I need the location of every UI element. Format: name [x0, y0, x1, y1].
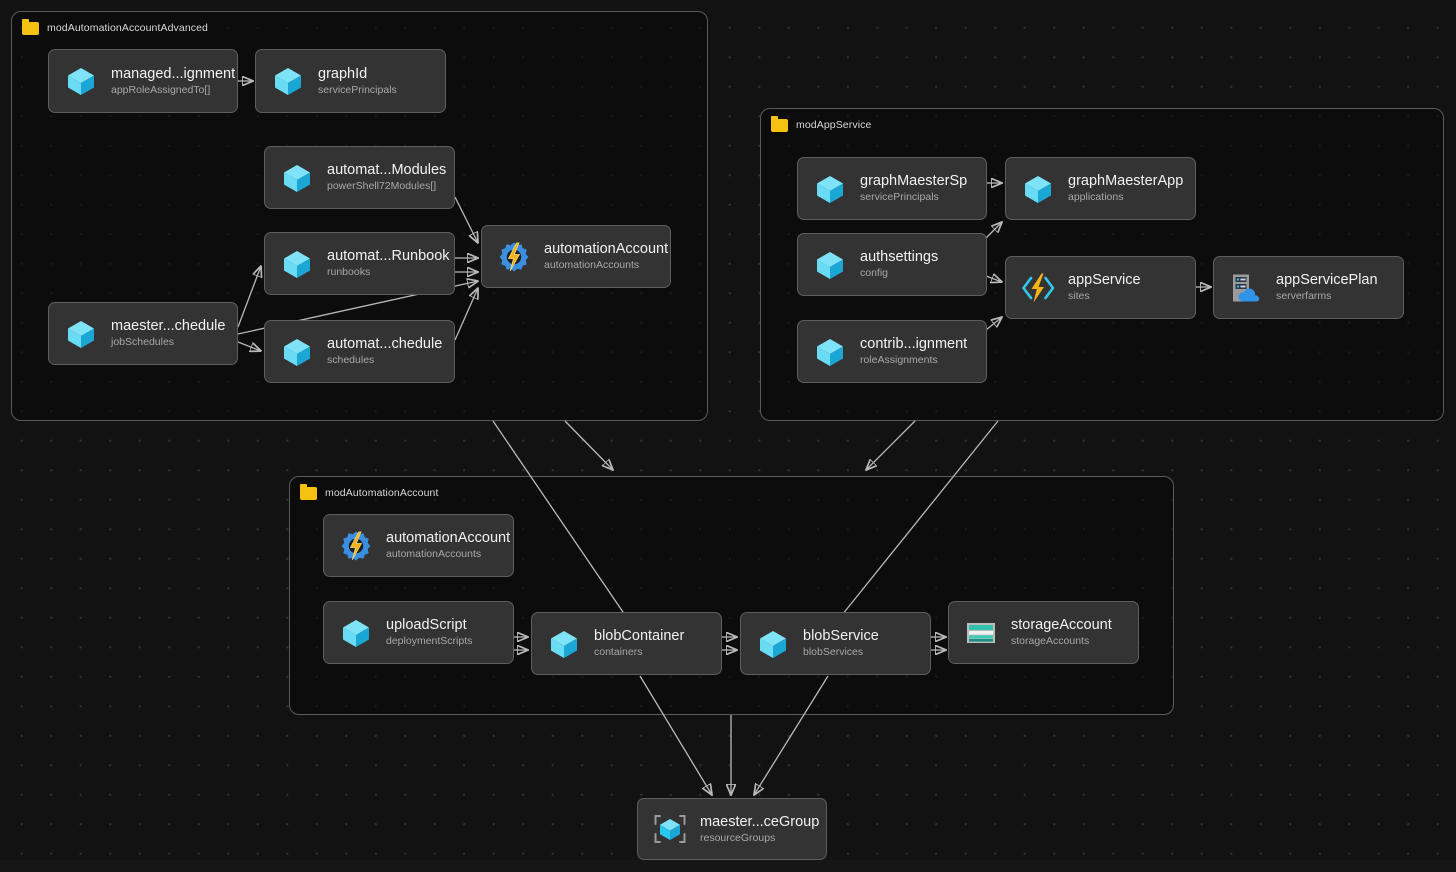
node-title: blobContainer	[594, 628, 685, 645]
node-authsettings[interactable]: authsettings config	[797, 233, 987, 296]
group-header: modAutomationAccount	[300, 483, 439, 501]
edge-advgroup-to-automationaccountgroup	[564, 420, 613, 470]
node-subtitle: automationAccounts	[544, 259, 640, 272]
node-contributor-assignment[interactable]: contrib...ignment roleAssignments	[797, 320, 987, 383]
azure-cube-icon	[279, 334, 315, 370]
bottom-strip	[0, 860, 1456, 872]
automation-account-icon	[496, 239, 532, 275]
azure-cube-icon	[1020, 171, 1056, 207]
azure-cube-icon	[338, 615, 374, 651]
folder-icon	[771, 115, 788, 132]
app-service-plan-icon	[1228, 270, 1264, 306]
node-subtitle: servicePrincipals	[318, 83, 397, 96]
azure-cube-icon	[279, 246, 315, 282]
node-subtitle: applications	[1068, 191, 1124, 204]
node-subtitle: containers	[594, 646, 643, 659]
node-title: contrib...ignment	[860, 336, 968, 353]
node-title: automat...Modules	[327, 162, 447, 179]
node-graphid[interactable]: graphId servicePrincipals	[255, 49, 446, 113]
node-subtitle: runbooks	[327, 266, 371, 279]
node-title: automationAccount	[544, 241, 669, 258]
node-storage-account[interactable]: storageAccount storageAccounts	[948, 601, 1139, 664]
node-subtitle: jobSchedules	[111, 336, 175, 349]
automation-account-icon	[338, 528, 374, 564]
resource-group-icon	[652, 811, 688, 847]
node-title: maester...chedule	[111, 318, 226, 335]
node-subtitle: storageAccounts	[1011, 635, 1090, 648]
node-subtitle: powerShell72Modules[]	[327, 180, 437, 193]
node-maester-resource-group[interactable]: maester...ceGroup resourceGroups	[637, 798, 827, 860]
node-upload-script[interactable]: uploadScript deploymentScripts	[323, 601, 514, 664]
node-subtitle: sites	[1068, 290, 1090, 303]
azure-cube-icon	[755, 626, 791, 662]
azure-cube-icon	[812, 247, 848, 283]
node-subtitle: resourceGroups	[700, 831, 776, 844]
azure-cube-icon	[812, 171, 848, 207]
node-subtitle: deploymentScripts	[386, 635, 473, 648]
group-title: modAutomationAccountAdvanced	[47, 22, 208, 34]
node-managed-identity-assignment[interactable]: managed...ignment appRoleAssignedTo[]	[48, 49, 238, 113]
node-automation-schedule[interactable]: automat...chedule schedules	[264, 320, 455, 383]
node-title: appServicePlan	[1276, 272, 1378, 289]
node-title: maester...ceGroup	[700, 813, 820, 830]
azure-cube-icon	[63, 316, 99, 352]
node-subtitle: blobServices	[803, 646, 864, 659]
node-automation-runbook[interactable]: automat...Runbook runbooks	[264, 232, 455, 295]
group-header: modAutomationAccountAdvanced	[22, 18, 208, 36]
node-subtitle: schedules	[327, 354, 375, 367]
node-blob-service[interactable]: blobService blobServices	[740, 612, 931, 675]
node-maester-schedule[interactable]: maester...chedule jobSchedules	[48, 302, 238, 365]
node-title: graphMaesterSp	[860, 173, 968, 190]
node-subtitle: serverfarms	[1276, 290, 1332, 303]
folder-icon	[300, 483, 317, 500]
node-graph-maester-sp[interactable]: graphMaesterSp servicePrincipals	[797, 157, 987, 220]
node-title: appService	[1068, 272, 1141, 289]
node-title: blobService	[803, 628, 879, 645]
node-subtitle: automationAccounts	[386, 548, 482, 561]
azure-cube-icon	[270, 63, 306, 99]
group-header: modAppService	[771, 115, 872, 133]
node-title: graphId	[318, 65, 368, 82]
group-modautomationaccount[interactable]: modAutomationAccount	[289, 476, 1174, 715]
group-title: modAutomationAccount	[325, 487, 439, 499]
azure-cube-icon	[812, 334, 848, 370]
node-title: managed...ignment	[111, 65, 236, 82]
node-title: storageAccount	[1011, 617, 1112, 634]
azure-cube-icon	[279, 160, 315, 196]
node-title: graphMaesterApp	[1068, 173, 1184, 190]
node-subtitle: appRoleAssignedTo[]	[111, 83, 211, 96]
node-blob-container[interactable]: blobContainer containers	[531, 612, 722, 675]
edge-appservicegroup-to-automationaccountgroup	[866, 420, 916, 470]
node-subtitle: config	[860, 267, 889, 280]
node-title: automat...chedule	[327, 336, 443, 353]
node-subtitle: roleAssignments	[860, 354, 938, 367]
storage-account-icon	[963, 615, 999, 651]
node-app-service-plan[interactable]: appServicePlan serverfarms	[1213, 256, 1404, 319]
node-graph-maester-app[interactable]: graphMaesterApp applications	[1005, 157, 1196, 220]
app-service-icon	[1020, 270, 1056, 306]
node-subtitle: servicePrincipals	[860, 191, 939, 204]
azure-cube-icon	[63, 63, 99, 99]
node-title: authsettings	[860, 249, 939, 266]
node-automation-account[interactable]: automationAccount automationAccounts	[323, 514, 514, 577]
node-automation-modules[interactable]: automat...Modules powerShell72Modules[]	[264, 146, 455, 209]
node-automation-account-advanced[interactable]: automationAccount automationAccounts	[481, 225, 671, 288]
folder-icon	[22, 18, 39, 35]
node-app-service[interactable]: appService sites	[1005, 256, 1196, 319]
node-title: automationAccount	[386, 530, 511, 547]
azure-cube-icon	[546, 626, 582, 662]
node-title: automat...Runbook	[327, 248, 450, 265]
group-title: modAppService	[796, 119, 872, 131]
node-title: uploadScript	[386, 617, 467, 634]
